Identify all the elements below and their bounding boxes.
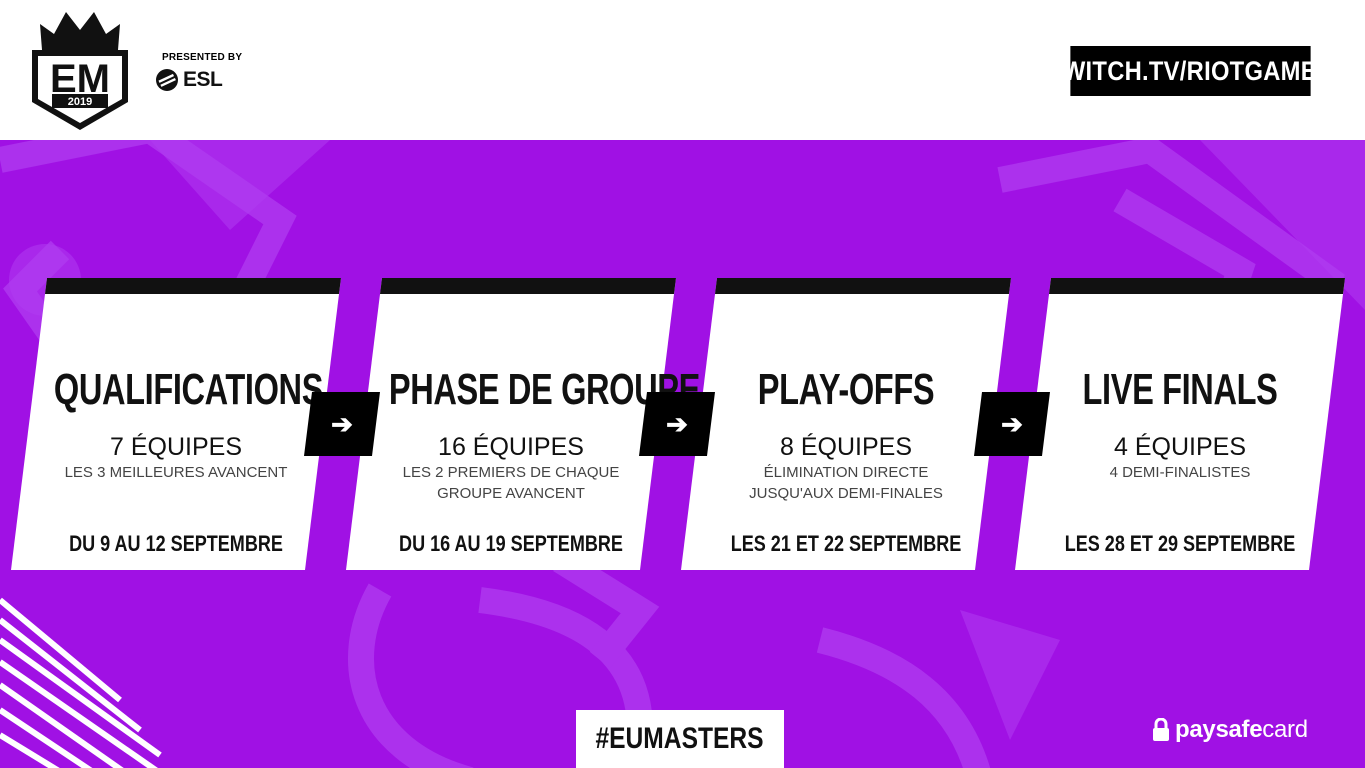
stage-teams: 16 ÉQUIPES: [438, 433, 584, 461]
arrow-right-icon: ➔: [974, 392, 1050, 456]
stage-date: DU 16 AU 19 SEPTEMBRE: [399, 531, 623, 556]
stage-teams: 4 ÉQUIPES: [1114, 433, 1246, 461]
hashtag-badge: #EUMASTERS: [576, 710, 784, 768]
schedule-panel: QUALIFICATIONS 7 ÉQUIPES LES 3 MEILLEURE…: [0, 140, 1365, 768]
esl-text: ESL: [183, 68, 223, 91]
sponsor-bold: paysafe: [1175, 716, 1263, 743]
sponsor-light: card: [1262, 716, 1308, 743]
stage-date: DU 9 AU 12 SEPTEMBRE: [69, 531, 283, 556]
esl-mark-icon: [156, 69, 178, 91]
logo-year: 2019: [68, 96, 92, 108]
stage-description: 4 DEMI-FINALISTES: [1109, 464, 1251, 481]
logo-letters: EM: [50, 57, 110, 101]
stage-title: LIVE FINALS: [1082, 365, 1278, 414]
stage-card-live-finals: LIVE FINALS 4 ÉQUIPES 4 DEMI-FINALISTES …: [1015, 278, 1345, 570]
stage-description: LES 2 PREMIERS DE CHAQUE GROUPE AVANCENT: [402, 464, 620, 502]
stage-title: PLAY-OFFS: [757, 365, 935, 414]
stage-date: LES 28 ET 29 SEPTEMBRE: [1064, 531, 1296, 556]
header-bar: EM 2019 PRESENTED BY ESL TWITCH.TV/RIOTG…: [0, 0, 1365, 140]
stage-teams: 8 ÉQUIPES: [780, 433, 912, 461]
stage-teams: 7 ÉQUIPES: [110, 433, 242, 461]
hashtag-text: #EUMASTERS: [595, 722, 765, 755]
stage-title: QUALIFICATIONS: [53, 365, 324, 414]
em-2019-logo: EM 2019: [32, 12, 128, 130]
arrow-right-icon: ➔: [639, 392, 715, 456]
presented-by-label: PRESENTED BY: [162, 52, 243, 63]
paysafecard-logo: paysafecard: [1152, 716, 1308, 744]
stage-description: ÉLIMINATION DIRECTE JUSQU'AUX DEMI-FINAL…: [749, 464, 943, 502]
padlock-icon: [1153, 718, 1169, 741]
twitch-link[interactable]: TWITCH.TV/RIOTGAMES: [1048, 46, 1333, 96]
stage-date: LES 21 ET 22 SEPTEMBRE: [730, 531, 962, 556]
stage-description: LES 3 MEILLEURES AVANCENT: [64, 464, 288, 481]
stage-title: PHASE DE GROUPE: [388, 365, 700, 414]
esl-logo: ESL: [155, 68, 223, 92]
arrow-right-icon: ➔: [304, 392, 380, 456]
stage-card-playoffs: PLAY-OFFS 8 ÉQUIPES ÉLIMINATION DIRECTE …: [681, 278, 1011, 570]
stage-card-qualifications: QUALIFICATIONS 7 ÉQUIPES LES 3 MEILLEURE…: [11, 278, 341, 570]
stage-card-group-phase: PHASE DE GROUPE 16 ÉQUIPES LES 2 PREMIER…: [346, 278, 700, 570]
